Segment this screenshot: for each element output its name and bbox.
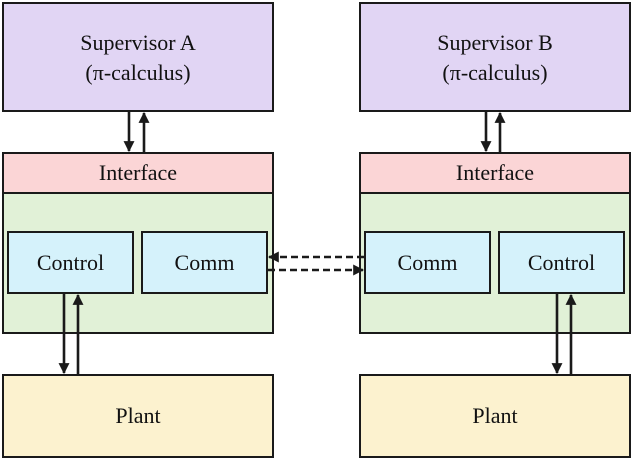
interface-a-label: Interface bbox=[98, 160, 178, 185]
supervisor-b-subtitle: (π-calculus) bbox=[442, 60, 548, 85]
comm-b-label: Comm bbox=[397, 249, 458, 275]
supervisor-a-title: Supervisor A bbox=[80, 30, 196, 55]
control-a-label: Control bbox=[36, 249, 105, 275]
plant-a-label: Plant bbox=[115, 403, 161, 428]
control-b-box: Control bbox=[498, 231, 625, 294]
plant-b-box: Plant bbox=[359, 374, 631, 458]
comm-a-box: Comm bbox=[141, 231, 268, 294]
plant-b-label: Plant bbox=[472, 403, 518, 428]
supervisor-a-box: Supervisor A (π-calculus) bbox=[2, 2, 274, 112]
supervisor-a-subtitle: (π-calculus) bbox=[85, 60, 191, 85]
interface-a-box: Interface bbox=[2, 152, 274, 194]
comm-a-label: Comm bbox=[174, 249, 235, 275]
plant-a-box: Plant bbox=[2, 374, 274, 458]
comm-b-box: Comm bbox=[364, 231, 491, 294]
supervisor-b-title: Supervisor B bbox=[437, 30, 553, 55]
interface-b-box: Interface bbox=[359, 152, 631, 194]
control-b-label: Control bbox=[527, 249, 596, 275]
supervisor-b-box: Supervisor B (π-calculus) bbox=[359, 2, 631, 112]
interface-b-label: Interface bbox=[455, 160, 535, 185]
control-a-box: Control bbox=[7, 231, 134, 294]
